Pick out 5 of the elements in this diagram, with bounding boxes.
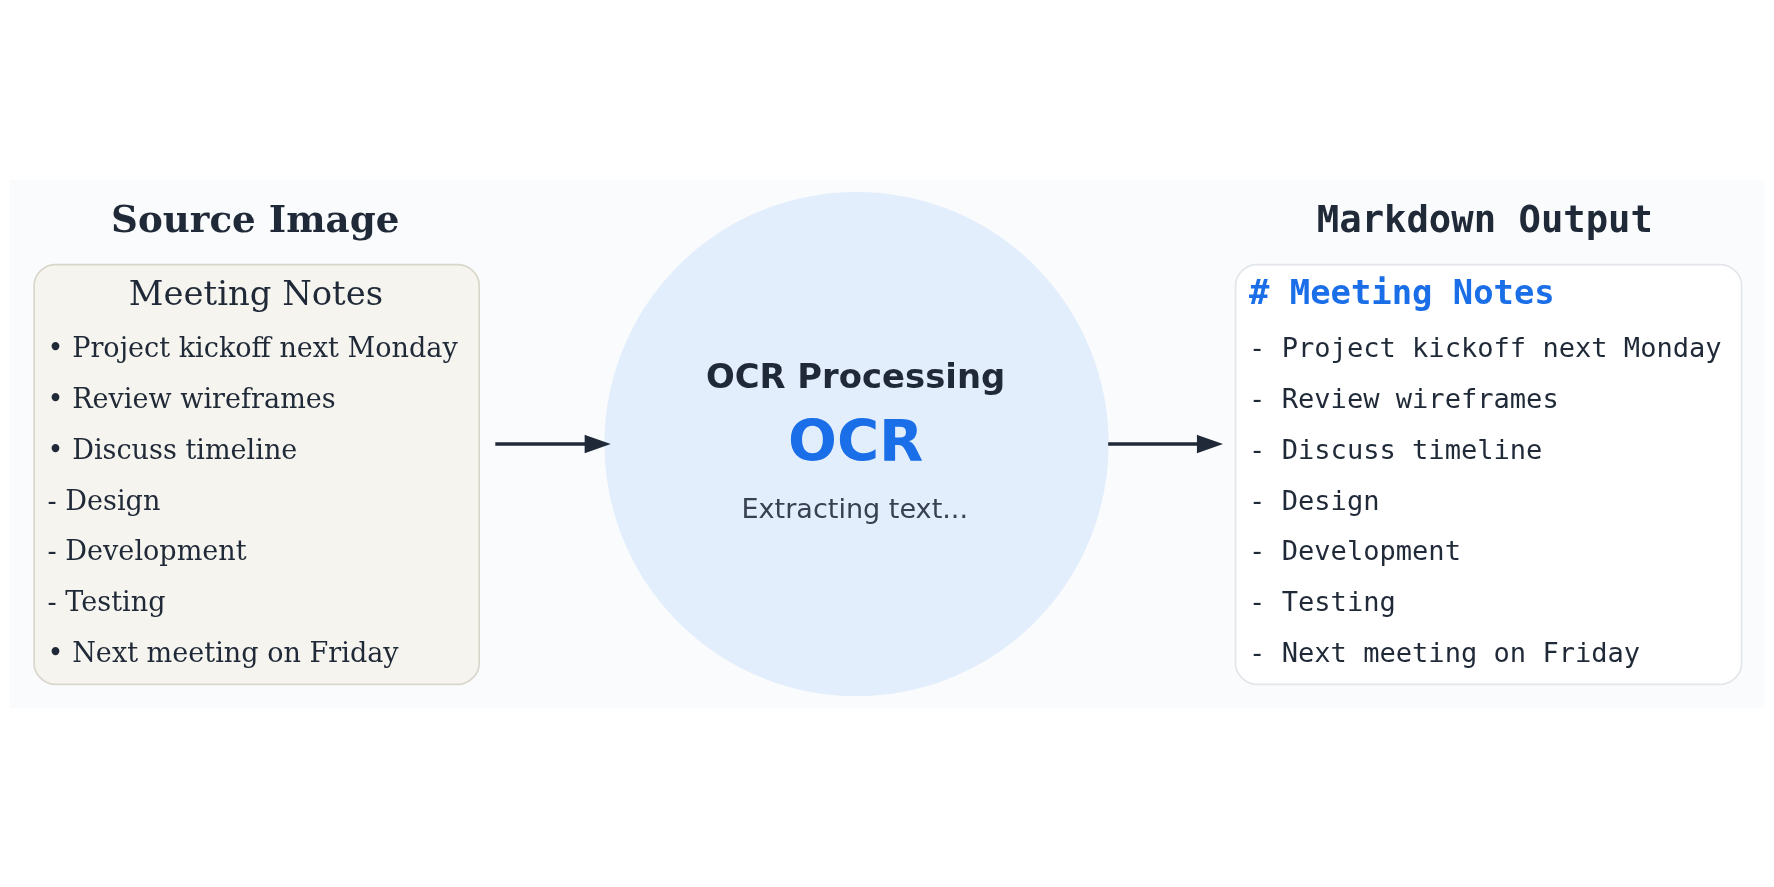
- node-label: Markdown Output: [1316, 196, 1653, 241]
- arrow: [495, 434, 611, 453]
- arrow: [1108, 434, 1224, 453]
- node-label: Source Image: [111, 196, 400, 241]
- node-circle: OCR Processing OCR Extracting text...: [604, 191, 1109, 696]
